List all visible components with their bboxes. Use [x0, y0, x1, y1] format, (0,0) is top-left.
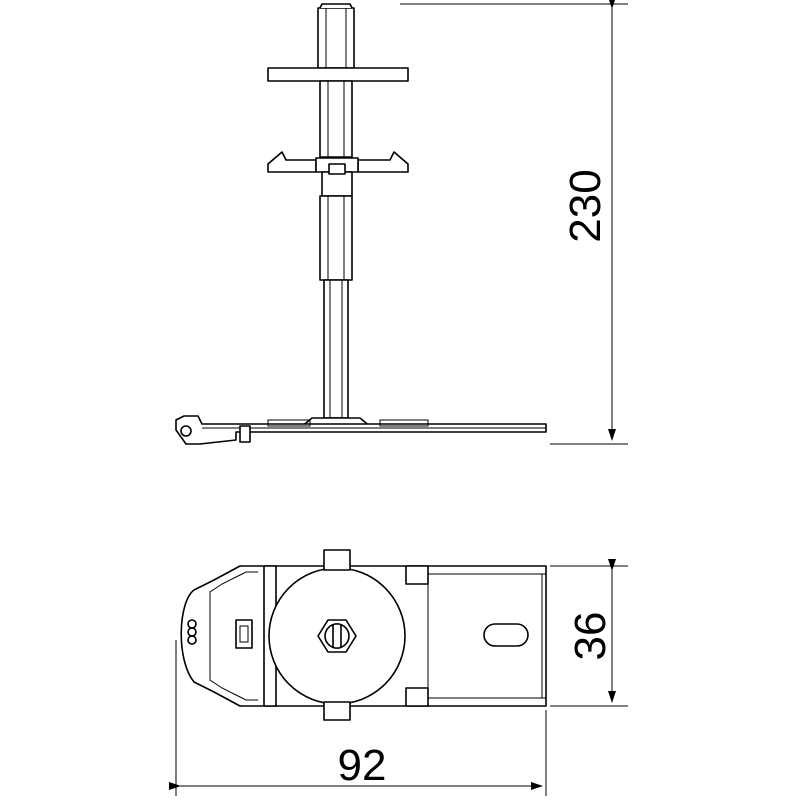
width-dimension-label: 36	[566, 612, 615, 661]
rod-middle	[319, 80, 353, 158]
upper-plate	[267, 67, 409, 82]
screw-mark-1	[187, 619, 197, 629]
hex-nut	[317, 619, 357, 653]
length-dimension-label: 92	[338, 741, 387, 790]
top-view: 36 92	[169, 549, 628, 796]
screw-mark-3	[187, 635, 197, 645]
screw-mark-2	[187, 627, 197, 637]
tab-bottom	[323, 701, 351, 721]
side-view: 230	[175, 0, 628, 445]
spring-clip	[267, 151, 409, 197]
nose-end	[180, 565, 258, 707]
rod-lower	[319, 195, 353, 419]
length-dimension: 92	[169, 640, 547, 796]
height-dimension: 230	[400, 0, 628, 445]
rod-top	[317, 3, 355, 69]
base-foot	[175, 415, 547, 445]
tab-top	[323, 549, 351, 571]
height-dimension-label: 230	[561, 169, 610, 242]
mounting-slot	[483, 623, 529, 647]
width-dimension: 36	[550, 559, 628, 707]
